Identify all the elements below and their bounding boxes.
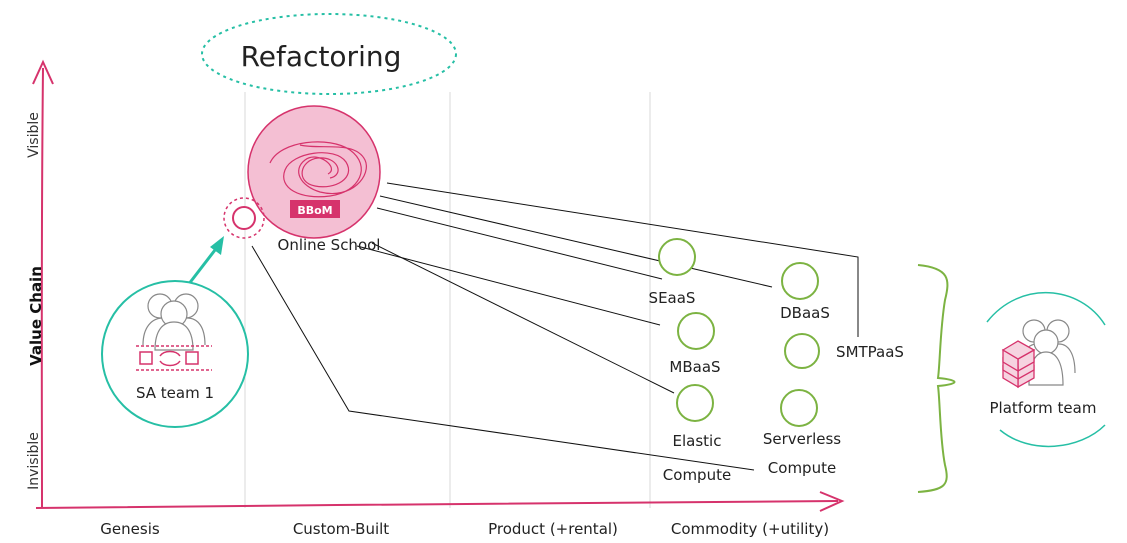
stage-commodity: Commodity (+utility) xyxy=(671,520,829,538)
platform-team-label: Platform team xyxy=(990,399,1097,417)
bbom-scribble-icon xyxy=(269,141,367,198)
dependency-lines xyxy=(251,182,859,471)
sa-team[interactable]: SA team 1 xyxy=(101,280,249,428)
component-dbaas[interactable] xyxy=(781,262,819,300)
component-smtpaas-label: SMTPaaS xyxy=(836,343,904,361)
component-elastic-label-1: Elastic xyxy=(673,432,722,450)
sa-team-ring xyxy=(101,280,249,428)
online-school-blob[interactable] xyxy=(247,105,381,239)
stage-product: Product (+rental) xyxy=(488,520,618,538)
platform-team[interactable]: Platform team xyxy=(986,291,1106,448)
sync-process-icon xyxy=(136,345,212,371)
x-axis-arrow xyxy=(819,491,845,512)
y-axis-title: Value Chain xyxy=(27,266,45,366)
component-mbaas[interactable] xyxy=(677,312,715,350)
component-elastic-compute[interactable] xyxy=(676,384,714,422)
platform-brace xyxy=(917,264,956,493)
component-serverless-compute[interactable] xyxy=(780,389,818,427)
y-axis-bottom-label: Invisible xyxy=(26,432,42,490)
y-axis xyxy=(40,67,44,509)
x-axis xyxy=(35,500,839,509)
y-axis-arrow xyxy=(32,59,54,85)
bbom-badge-label: BBoM xyxy=(297,204,332,217)
y-axis-top-label: Visible xyxy=(26,112,42,158)
components: SEaaS DBaaS MBaaS SMTPaaS Elastic Comput… xyxy=(649,238,904,484)
component-dbaas-label: DBaaS xyxy=(780,304,830,322)
sa-team-label: SA team 1 xyxy=(136,384,214,402)
people-icon xyxy=(142,293,206,351)
stage-custom-built: Custom-Built xyxy=(293,520,389,538)
move-arrow-head xyxy=(210,236,224,255)
target-point[interactable] xyxy=(232,206,256,230)
component-seaas-label: SEaaS xyxy=(649,289,696,307)
online-school-label: Online School xyxy=(278,236,381,254)
component-smtpaas[interactable] xyxy=(784,333,820,369)
platform-team-ring xyxy=(986,291,1106,448)
component-mbaas-label: MBaaS xyxy=(669,358,720,376)
refactoring-bubble xyxy=(201,13,457,95)
target-dashed-ring xyxy=(223,197,265,239)
component-elastic-label-2: Compute xyxy=(663,466,731,484)
component-serverless-label-1: Serverless xyxy=(763,430,841,448)
stage-genesis: Genesis xyxy=(100,520,160,538)
layers-icon xyxy=(1001,340,1036,389)
bbom-badge xyxy=(290,200,340,218)
refactoring-label: Refactoring xyxy=(241,40,402,73)
component-seaas[interactable] xyxy=(658,238,696,276)
component-serverless-label-2: Compute xyxy=(768,459,836,477)
